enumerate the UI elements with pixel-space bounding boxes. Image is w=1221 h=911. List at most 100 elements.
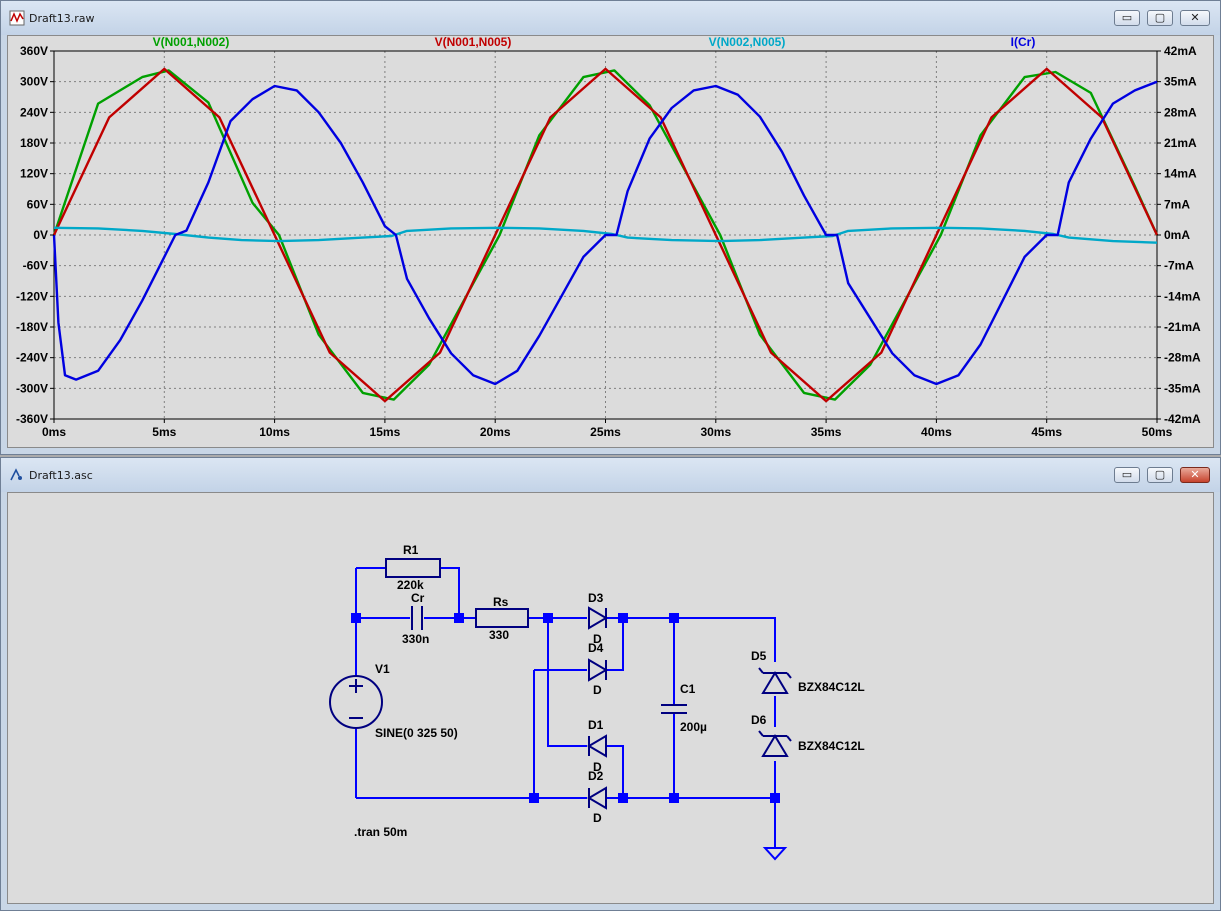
y-tick-label-left: 120V bbox=[20, 167, 48, 181]
trace-v-n001-n005[interactable] bbox=[52, 67, 1159, 403]
rs-value: 330 bbox=[489, 628, 509, 642]
ground-symbol[interactable] bbox=[762, 847, 788, 861]
y-tick-label-right: -7mA bbox=[1164, 259, 1194, 273]
d4-label: D4 bbox=[588, 641, 604, 655]
maximize-button[interactable]: ▢ bbox=[1147, 467, 1173, 483]
legend-entry[interactable]: V(N001,N002) bbox=[153, 36, 230, 49]
schematic-window-title: Draft13.asc bbox=[29, 469, 93, 482]
capacitor-cr[interactable] bbox=[411, 606, 423, 630]
d1-label: D1 bbox=[588, 718, 604, 732]
diode-d2[interactable] bbox=[587, 786, 607, 810]
d5-label: D5 bbox=[751, 649, 767, 663]
legend-entry[interactable]: V(N002,N005) bbox=[709, 36, 786, 49]
rs-label: Rs bbox=[493, 595, 509, 609]
d5-value: BZX84C12L bbox=[798, 680, 865, 694]
y-tick-label-right: -35mA bbox=[1164, 381, 1201, 395]
d6-value: BZX84C12L bbox=[798, 739, 865, 753]
r1-value: 220k bbox=[397, 578, 424, 592]
x-tick-label: 20ms bbox=[480, 425, 511, 439]
trace-v-n001-n002[interactable] bbox=[52, 69, 1159, 401]
schematic-titlebar[interactable]: Draft13.asc ▭ ▢ ✕ bbox=[1, 458, 1220, 492]
capacitor-c1[interactable] bbox=[661, 704, 687, 714]
wires bbox=[355, 567, 776, 848]
schematic-icon bbox=[10, 468, 22, 481]
d2-value: D bbox=[593, 811, 602, 825]
voltage-source-v1[interactable] bbox=[329, 675, 383, 729]
r1-label: R1 bbox=[403, 543, 419, 557]
waveform-window: Draft13.raw ▭ ▢ ✕ 0ms 5ms 10ms 15ms 20ms 25ms… bbox=[0, 0, 1221, 455]
y-tick-label-right: 21mA bbox=[1164, 136, 1197, 150]
y-tick-label-right: -28mA bbox=[1164, 351, 1201, 365]
diode-d3[interactable] bbox=[588, 606, 608, 630]
y-tick-label-right: 7mA bbox=[1164, 197, 1190, 211]
y-tick-label-left: -60V bbox=[23, 259, 48, 273]
schematic-window: Draft13.asc ▭ ▢ ✕ bbox=[0, 457, 1221, 911]
waveform-plot-pane[interactable]: 0ms 5ms 10ms 15ms 20ms 25ms 30ms 35ms 40ms 45ms 50… bbox=[7, 35, 1214, 448]
c1-label: C1 bbox=[680, 682, 696, 696]
x-tick-label: 10ms bbox=[259, 425, 290, 439]
cr-label: Cr bbox=[411, 591, 425, 605]
zener-d6[interactable] bbox=[758, 730, 792, 757]
d3-label: D3 bbox=[588, 591, 604, 605]
close-button[interactable]: ✕ bbox=[1180, 467, 1210, 483]
trace-i-cr[interactable] bbox=[52, 80, 1158, 386]
x-tick-label: 50ms bbox=[1142, 425, 1173, 439]
waveform-plot[interactable]: 0ms 5ms 10ms 15ms 20ms 25ms 30ms 35ms 40ms 45ms 50… bbox=[8, 36, 1214, 448]
resistor-r1[interactable] bbox=[385, 558, 441, 578]
y-tick-label-left: -300V bbox=[16, 381, 48, 395]
y-tick-label-left: -360V bbox=[16, 412, 48, 426]
waveform-titlebar[interactable]: Draft13.raw ▭ ▢ ✕ bbox=[1, 1, 1220, 35]
y-tick-label-left: 180V bbox=[20, 136, 48, 150]
junctions bbox=[351, 613, 780, 803]
x-tick-label: 30ms bbox=[700, 425, 731, 439]
x-tick-label: 45ms bbox=[1031, 425, 1062, 439]
x-tick-label: 35ms bbox=[811, 425, 842, 439]
v1-value: SINE(0 325 50) bbox=[375, 726, 458, 740]
y-tick-label-left: 60V bbox=[27, 197, 48, 211]
y-tick-label-right: 28mA bbox=[1164, 105, 1197, 119]
y-tick-label-left: 240V bbox=[20, 105, 48, 119]
close-button[interactable]: ✕ bbox=[1180, 10, 1210, 26]
y-tick-label-right: 35mA bbox=[1164, 75, 1197, 89]
waveform-window-title: Draft13.raw bbox=[29, 12, 95, 25]
legend-entry[interactable]: I(Cr) bbox=[1011, 36, 1036, 49]
d6-label: D6 bbox=[751, 713, 767, 727]
plot-legend: V(N001,N002) V(N001,N005) V(N002,N005) I(Cr… bbox=[153, 36, 1036, 49]
y-tick-label-left: -120V bbox=[16, 289, 48, 303]
d3-value: D bbox=[593, 632, 602, 646]
x-tick-label: 25ms bbox=[590, 425, 621, 439]
y-tick-label-right: -42mA bbox=[1164, 412, 1201, 426]
y-tick-label-left: 0V bbox=[33, 228, 48, 242]
x-tick-label: 15ms bbox=[370, 425, 401, 439]
y-tick-label-right: -21mA bbox=[1164, 320, 1201, 334]
d4-value: D bbox=[593, 683, 602, 697]
y-tick-label-right: 42mA bbox=[1164, 44, 1197, 58]
v1-label: V1 bbox=[375, 662, 390, 676]
maximize-button[interactable]: ▢ bbox=[1147, 10, 1173, 26]
y-tick-label-right: 0mA bbox=[1164, 228, 1190, 242]
diode-d4[interactable] bbox=[588, 658, 608, 682]
zener-d5[interactable] bbox=[758, 667, 792, 694]
x-tick-label: 0ms bbox=[42, 425, 66, 439]
y-tick-label-left: -180V bbox=[16, 320, 48, 334]
legend-entry[interactable]: V(N001,N005) bbox=[435, 36, 512, 49]
resistor-rs[interactable] bbox=[475, 608, 529, 628]
y-tick-label-left: -240V bbox=[16, 351, 48, 365]
y-tick-label-right: 14mA bbox=[1164, 167, 1197, 181]
x-tick-label: 40ms bbox=[921, 425, 952, 439]
y-tick-label-left: 300V bbox=[20, 75, 48, 89]
spice-directive[interactable]: .tran 50m bbox=[354, 825, 407, 839]
plot-traces bbox=[52, 67, 1159, 403]
cr-value: 330n bbox=[402, 632, 429, 646]
schematic-drawing[interactable]: R1 220k Cr 330n Rs 330 V1 SINE(0 325 50)… bbox=[8, 493, 1214, 904]
waveform-icon bbox=[9, 10, 25, 26]
y-tick-label-right: -14mA bbox=[1164, 289, 1201, 303]
schematic-canvas[interactable]: R1 220k Cr 330n Rs 330 V1 SINE(0 325 50)… bbox=[7, 492, 1214, 904]
plot-grid bbox=[54, 51, 1157, 419]
diode-d1[interactable] bbox=[587, 734, 607, 758]
d2-label: D2 bbox=[588, 769, 604, 783]
d1-value: D bbox=[593, 760, 602, 774]
minimize-button[interactable]: ▭ bbox=[1114, 467, 1140, 483]
minimize-button[interactable]: ▭ bbox=[1114, 10, 1140, 26]
x-tick-label: 5ms bbox=[152, 425, 176, 439]
